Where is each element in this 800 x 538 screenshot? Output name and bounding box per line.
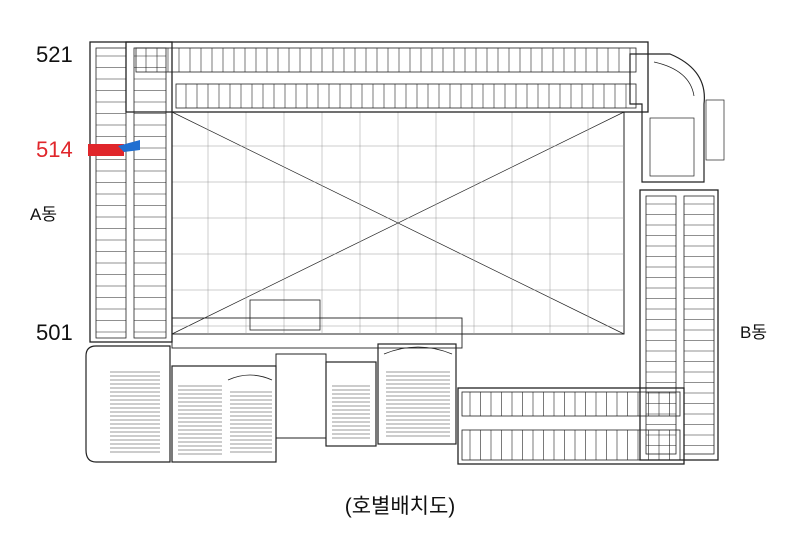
corner-tower bbox=[629, 53, 705, 183]
unit-514-highlight bbox=[88, 144, 124, 156]
unit-521-label: 521 bbox=[36, 42, 73, 67]
building-b-label: B동 bbox=[740, 323, 767, 342]
top-wing-rooms bbox=[145, 48, 631, 108]
unit-501-label: 501 bbox=[36, 320, 73, 345]
seating-rows bbox=[110, 371, 450, 455]
auditorium-left bbox=[85, 345, 171, 463]
bottom-right-wing bbox=[457, 387, 685, 465]
building-b-rooms bbox=[646, 203, 714, 446]
building-a-label: A동 bbox=[30, 205, 57, 224]
top-wing bbox=[125, 41, 649, 113]
courtyard-grid bbox=[172, 112, 624, 334]
lobby bbox=[275, 353, 327, 439]
auditorium-center-right bbox=[377, 343, 457, 445]
building-a-wing bbox=[89, 41, 173, 343]
caption: (호별배치도) bbox=[344, 495, 456, 518]
bottom-right-rooms bbox=[469, 392, 670, 460]
auditorium-small bbox=[325, 361, 377, 447]
building-a-rooms bbox=[96, 55, 166, 333]
unit-514-label: 514 bbox=[36, 137, 73, 162]
unit-514-pointer bbox=[118, 140, 140, 152]
building-b-wing bbox=[639, 189, 719, 461]
